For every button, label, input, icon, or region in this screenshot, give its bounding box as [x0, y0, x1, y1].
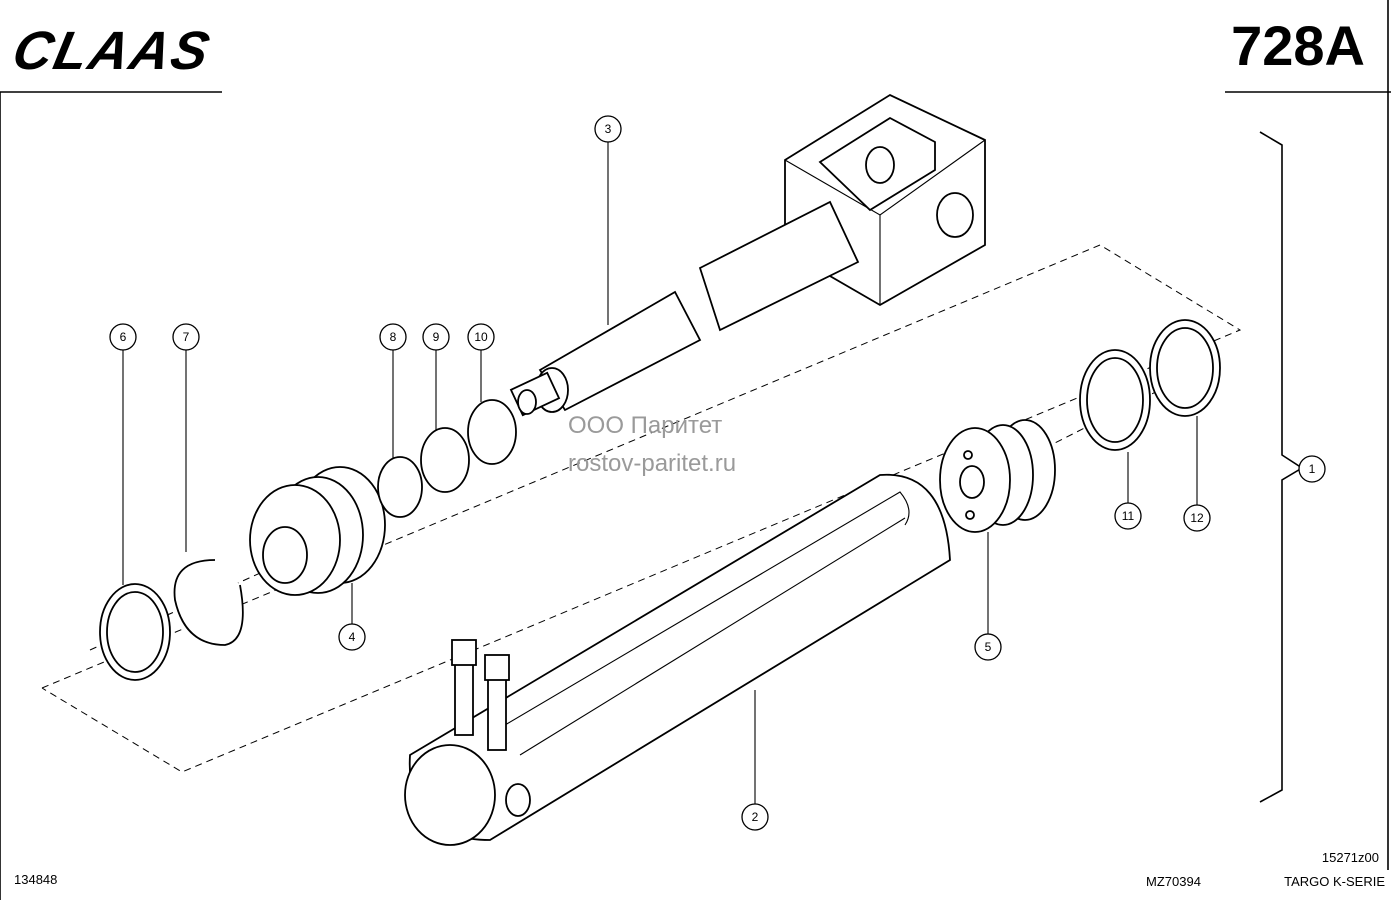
assembly-bracket	[1259, 131, 1304, 803]
watermark-url: rostov-paritet.ru	[568, 450, 737, 477]
seal-8	[377, 456, 423, 518]
callout-5: 5	[974, 633, 1002, 661]
seal-10	[467, 399, 517, 465]
svg-text:5: 5	[985, 640, 992, 654]
callout-2: 2	[741, 803, 769, 831]
callout-12: 12	[1183, 504, 1211, 532]
callout-1: 1	[1298, 455, 1326, 483]
svg-text:4: 4	[349, 630, 356, 644]
callout-6: 6	[109, 323, 137, 351]
seal-9	[420, 427, 470, 493]
cylinder-tube	[404, 473, 951, 846]
piston	[939, 419, 1056, 533]
piston-rod	[509, 93, 986, 417]
callout-4: 4	[338, 623, 366, 651]
callout-8: 8	[379, 323, 407, 351]
callout-7: 7	[172, 323, 200, 351]
series-label: TARGO K-SERIE	[1284, 874, 1385, 889]
rod-upper	[698, 200, 860, 332]
svg-text:2: 2	[752, 810, 759, 824]
callout-11: 11	[1114, 502, 1142, 530]
leader-lines	[122, 142, 1198, 804]
callout-10: 10	[467, 323, 495, 351]
svg-text:7: 7	[183, 330, 190, 344]
circlip-7	[173, 559, 244, 646]
fitting-right	[487, 669, 507, 751]
tube-end-cap	[404, 744, 496, 846]
fitting-right-nut	[484, 654, 510, 681]
svg-text:1: 1	[1309, 462, 1316, 476]
cylinder-head	[249, 466, 386, 596]
watermark-company: ООО Паритет	[568, 412, 723, 439]
fitting-left	[454, 654, 474, 736]
ref-code: MZ70394	[1146, 874, 1201, 889]
sheet-number: 728A	[1231, 14, 1365, 77]
svg-text:12: 12	[1190, 511, 1204, 525]
svg-text:10: 10	[474, 330, 488, 344]
drawing-code: 15271z00	[1321, 850, 1379, 865]
tube-port	[505, 783, 531, 817]
exploded-boundary	[41, 244, 1242, 773]
svg-text:8: 8	[390, 330, 397, 344]
doc-number: 134848	[14, 872, 58, 887]
fitting-left-nut	[451, 639, 477, 666]
callout-9: 9	[422, 323, 450, 351]
callout-3: 3	[594, 115, 622, 143]
svg-text:9: 9	[433, 330, 440, 344]
clevis-hole-inner	[865, 146, 895, 184]
svg-text:11: 11	[1122, 509, 1135, 523]
svg-text:6: 6	[120, 330, 127, 344]
svg-text:3: 3	[605, 122, 612, 136]
clevis-hole	[936, 192, 974, 238]
